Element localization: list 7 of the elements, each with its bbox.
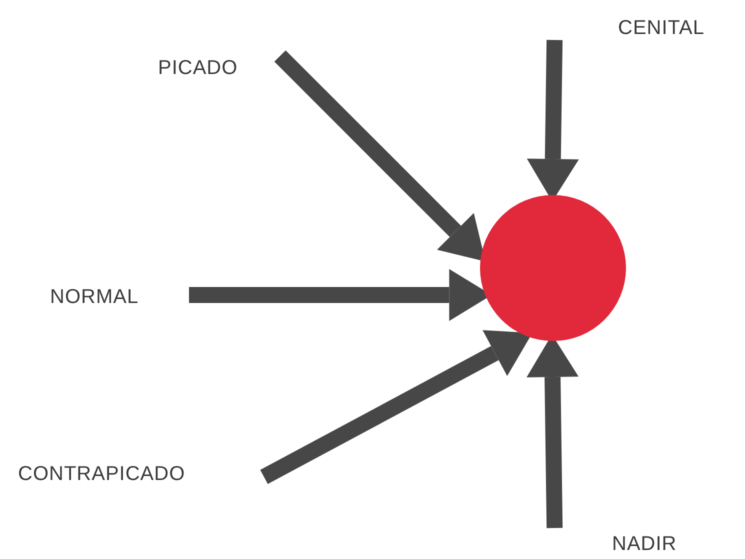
- angle-label: NADIR: [612, 532, 677, 556]
- angle-label: CONTRAPICADO: [18, 462, 186, 486]
- angle-label: CENITAL: [618, 16, 704, 40]
- angle-label: NORMAL: [50, 285, 139, 309]
- arrow: [274, 50, 486, 262]
- arrow: [260, 330, 532, 484]
- angle-label: PICADO: [158, 56, 238, 80]
